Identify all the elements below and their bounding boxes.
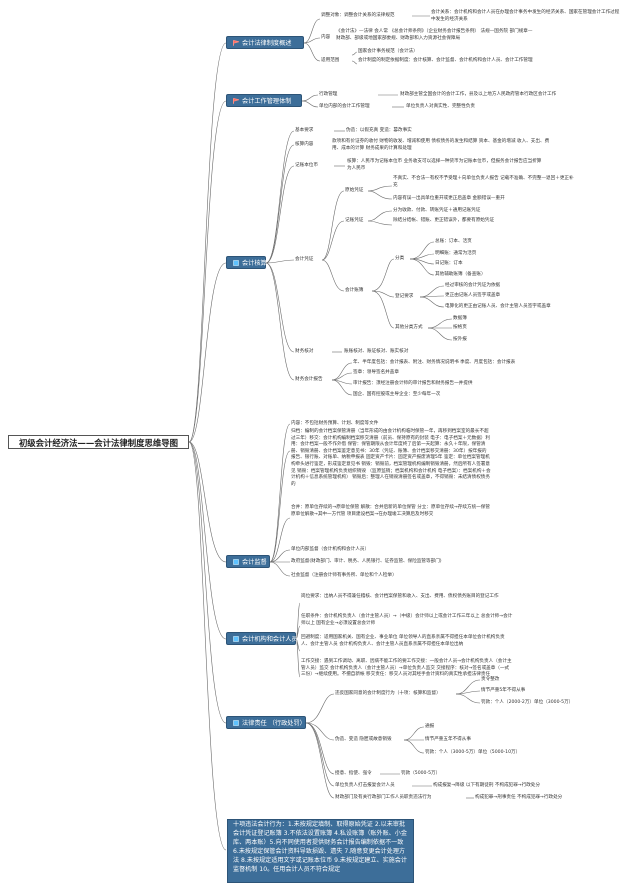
node-forgery-1[interactable]: 通报: [425, 724, 435, 729]
node-books-class-1[interactable]: 总账：订本、活页: [435, 239, 472, 244]
node-handover[interactable]: 工作交接：遇到工作调动、离职、因病不能工作的要工作交接：一般会计人员→会计机构负…: [301, 659, 512, 678]
node-official-misconduct-detail[interactable]: 构成犯罪→刑事责任 不构成犯罪→行政处分: [475, 795, 563, 800]
node-scope[interactable]: 适用范围: [321, 58, 340, 63]
node-registration[interactable]: 登记要求: [395, 294, 414, 299]
node-archive-content[interactable]: 内容：不包括财务预算、计划、制度等文件: [291, 421, 379, 426]
node-official-misconduct[interactable]: 财政部门及有关行政部门工作人员职责违法行为: [335, 795, 432, 800]
node-instigation-detail[interactable]: 罚款（5000-5万）: [401, 771, 441, 776]
node-penalty-1[interactable]: 责令整改: [481, 677, 500, 682]
category-management-system[interactable]: 会计工作管理体制: [226, 94, 302, 107]
category-legal-liability[interactable]: 法律责任 （行政处罚）: [226, 716, 306, 729]
node-other-class-1[interactable]: 数据簿: [453, 316, 467, 321]
node-other-class-3[interactable]: 按外报: [453, 337, 467, 342]
node-account-books[interactable]: 会计账簿: [345, 288, 364, 293]
node-instigation[interactable]: 授意、指使、强令: [335, 771, 372, 776]
node-admin-detail[interactable]: 财政部主管全国会计的会计工作，县及以上地方人民政府管本行政区会计工作: [400, 92, 557, 97]
category-label: 会计监督: [242, 559, 267, 566]
node-registration-2[interactable]: 更正由记账人员签字或盖章: [445, 293, 501, 298]
node-original-voucher-1[interactable]: 不真实、不合法—有权不予受理＋向单位负责人报告 记载不准确、不完整—退回＋更正补…: [393, 176, 574, 188]
ten-violations-summary[interactable]: 十项违法会计行为：1.未按规定填制、取得原始凭证 2.以未审批会计凭证登记账簿 …: [227, 819, 414, 883]
node-books-class-4[interactable]: 其他辅助账簿（备查账）: [435, 272, 486, 277]
node-penalty-3[interactable]: 罚款：个人（2000-2万）单位（3000-5万）: [481, 700, 574, 705]
node-other-class-2[interactable]: 按格页: [453, 325, 467, 330]
node-government-supervision[interactable]: 政府监督(财政部门、审计、税务、人民银行、证券监管、保险监管等部门): [291, 559, 442, 564]
node-adjust-object-detail[interactable]: 会计关系：会计机构和会计人员在办理会计事务中发生的经济关系、国家在管理会计工作过…: [431, 10, 620, 22]
node-violation-ten-items[interactable]: 违反国家同意的会计制度行为（十项：核算和监督）: [335, 691, 441, 696]
node-content-detail[interactable]: 《会计法》—法律 会人常 《总会计师条例》（企业财务会计报告条例） 法规—国务院…: [336, 29, 533, 41]
node-admin-management[interactable]: 行政管理: [319, 92, 338, 97]
node-scope-item-1[interactable]: 国家会计事务规范（会计法）: [358, 49, 418, 54]
node-report-1[interactable]: 年、半年度包括：会计报表、附注、财务情况说明书 季度、月度包括：会计报表: [353, 360, 516, 365]
node-books-class-3[interactable]: 日记账：订本: [435, 261, 463, 266]
node-qualification[interactable]: 任职条件：会计机构负责人（会计主管人员）→（中级）会计师以上或会计工作三年以上 …: [301, 614, 513, 626]
square-icon: [233, 258, 239, 266]
red-flag-icon: [233, 38, 241, 46]
category-label: 会计工作管理体制: [242, 98, 292, 105]
node-currency-detail[interactable]: 核算：人民币为记账本位币 业务收支可以选择一种货币为记账本位币，但报务会计报告应…: [347, 159, 542, 171]
node-voucher[interactable]: 会计凭证: [295, 257, 314, 262]
node-registration-3[interactable]: 电算化的更正由记账人员、会计主管人员签字或盖章: [445, 304, 551, 309]
category-label: 会计机构和会计人员: [242, 636, 298, 643]
node-forgery-2[interactable]: 情节严重五年不得从事: [425, 737, 471, 742]
category-label: 法律责任 （行政处罚）: [242, 720, 306, 727]
category-label: 会计法律制度概述: [242, 40, 292, 47]
node-forgery[interactable]: 伪造、变造 隐匿或故意销毁: [335, 737, 392, 742]
square-icon: [233, 718, 239, 726]
node-content[interactable]: 内容: [321, 35, 331, 40]
node-archive-merge[interactable]: 合并：原单位存续的→原单位保管 解散：合并后新的单位保管 分立：原单位存续→存续…: [291, 505, 490, 517]
red-flag-icon: [233, 96, 241, 104]
node-books-class-2[interactable]: 明细账：通常为活页: [435, 251, 477, 256]
node-post-requirement[interactable]: 岗位要求：出纳人员不得兼任稽核、会计档案保管和收入、支出、费用、债权债务账目的登…: [301, 594, 499, 599]
node-archive-detail[interactable]: 归档：编制的会计档案保管清册（当年形成的由会计机构临时保管一年，再移到档案室的最…: [291, 429, 491, 487]
category-institutions-personnel[interactable]: 会计机构和会计人员: [226, 632, 298, 645]
node-bookkeeping-voucher-1[interactable]: 分为收款、付款、转账凭证＋通用记账凭证: [393, 208, 481, 213]
category-accounting-law-overview[interactable]: 会计法律制度概述: [226, 36, 304, 49]
node-unit-management[interactable]: 单位内部的会计工作管理: [319, 104, 370, 109]
node-financial-report[interactable]: 财务会计报告: [295, 377, 323, 382]
node-scope-item-2[interactable]: 会计制度的制定依据制度：会计核算、会计监督、会计机构和会计人员、会计工作管理: [358, 58, 533, 63]
node-social-supervision[interactable]: 社会监督（注册会计师有事务所、单位和个人检举）: [291, 573, 397, 578]
node-financial-check[interactable]: 财务核对: [295, 349, 314, 354]
node-books-class[interactable]: 分类: [395, 256, 405, 261]
square-icon: [233, 634, 239, 642]
node-basic-detail[interactable]: 伪造：以假充真 变造：篡改事实: [346, 128, 412, 133]
node-report-2[interactable]: 签章：领导签名并盖章: [353, 370, 399, 375]
node-penalty-2[interactable]: 情节严重5年不得从事: [481, 688, 526, 693]
node-retaliation[interactable]: 单位负责人打击报复会计人员: [335, 783, 395, 788]
node-report-4[interactable]: 国企、国有控股或主导企业：至少每年一次: [353, 392, 441, 397]
node-original-voucher-2[interactable]: 内容有误—出具单位重开或更正后盖章 金额错误—重开: [393, 196, 505, 201]
node-other-class[interactable]: 其他分类方式: [395, 325, 423, 330]
node-report-3[interactable]: 审计报告：须经注册会计师的审计报告和财务报告一并提供: [353, 381, 473, 386]
node-avoidance[interactable]: 回避制度：适用国家机关、国有企业、事业单位 单位领导人的直系亲属不得担任本单位会…: [301, 635, 505, 647]
node-original-voucher[interactable]: 原始凭证: [345, 188, 364, 193]
node-registration-1[interactable]: 经过审核的会计凭证为依据: [445, 283, 501, 288]
root-node-title[interactable]: 初级会计经济法——会计法律制度思维导图: [8, 435, 189, 449]
node-adjust-object[interactable]: 调整对象：调整会计关系的法律规范: [321, 13, 395, 18]
category-accounting[interactable]: 会计核算: [226, 256, 267, 269]
node-bookkeeping-voucher-2[interactable]: 除结分结帐、错账、更正错误外，都要有原始凭证: [393, 218, 495, 223]
node-unit-detail[interactable]: 单位负责人对真实性、完整性负责: [406, 104, 475, 109]
category-label: 会计核算: [242, 260, 267, 267]
node-accounting-content[interactable]: 核算内容: [295, 142, 314, 147]
node-financial-check-detail[interactable]: 账账核对、账证核对、账实核对: [344, 349, 409, 354]
category-supervision[interactable]: 会计监督: [226, 555, 270, 568]
node-internal-supervision[interactable]: 单位内部监督（会计机构和会计人员）: [291, 547, 370, 552]
node-forgery-3[interactable]: 罚款：个人（3000-5万）单位（5000-10万）: [425, 750, 521, 755]
node-bookkeeping-voucher[interactable]: 记账凭证: [345, 218, 364, 223]
node-basic-requirement[interactable]: 基本要求: [295, 128, 314, 133]
node-accounting-content-detail[interactable]: 款项和有价证券的收付 财物的收发、增减和使用 债权债务的发生和结算 资本、基金的…: [332, 139, 550, 151]
node-currency[interactable]: 记账本位币: [295, 163, 318, 168]
square-icon: [233, 557, 239, 565]
node-retaliation-detail[interactable]: 构成报复→降级 以下有期徒刑 不构成犯罪→行政处分: [433, 783, 541, 788]
